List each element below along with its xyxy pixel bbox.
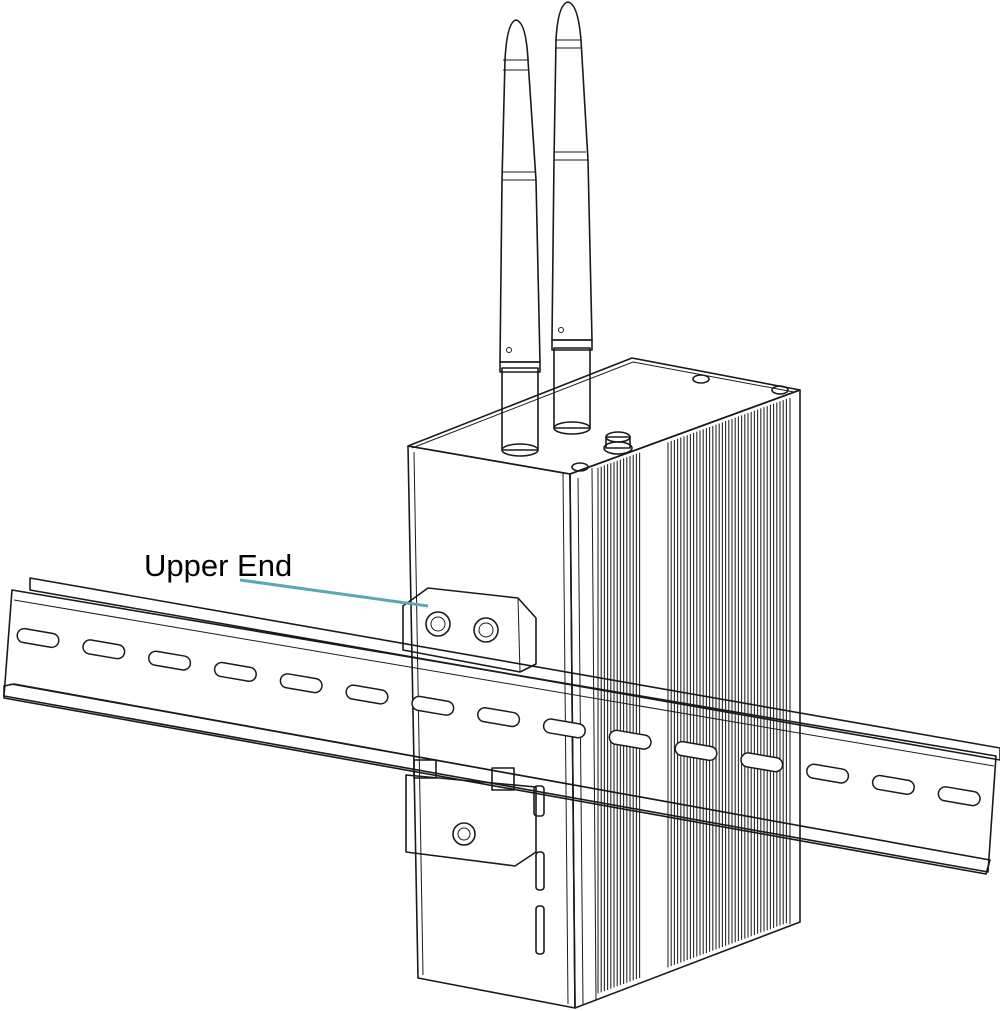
din-rail-slot — [740, 752, 784, 773]
lower-clip — [405, 759, 537, 867]
din-rail-slot — [542, 718, 586, 739]
din-rail-slot — [345, 684, 389, 705]
upper-end-callout: Upper End — [144, 548, 429, 608]
din-rail-slot — [608, 729, 652, 750]
din-rail-slot — [411, 695, 455, 716]
din-rail-slots — [16, 627, 981, 807]
ground-screw — [603, 431, 633, 455]
antenna-left — [499, 19, 541, 457]
din-rail-slot — [871, 774, 915, 796]
din-rail-slot — [674, 740, 718, 762]
din-rail-slot — [279, 673, 323, 694]
din-rail-slot — [213, 661, 257, 683]
din-rail-slot — [16, 627, 60, 649]
din-rail-slot — [82, 639, 126, 660]
din-rail — [3, 577, 1000, 875]
callout-leader-line — [239, 578, 429, 608]
din-rail-slot — [148, 650, 192, 671]
upper-clip — [402, 587, 537, 673]
din-rail-slot — [477, 706, 521, 728]
device-body — [407, 357, 801, 1009]
antenna-right — [551, 1, 593, 435]
heatsink-fins — [597, 398, 787, 994]
din-rail-slot — [806, 763, 850, 784]
callout-label: Upper End — [144, 548, 292, 583]
din-rail-slot — [937, 786, 981, 807]
